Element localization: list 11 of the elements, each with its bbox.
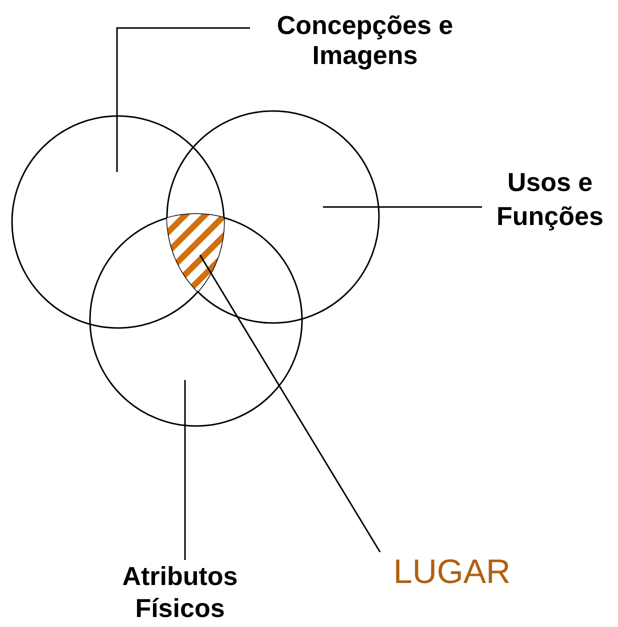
category-label: Atributos Físicos — [121, 560, 239, 624]
category-label: Concepções e Imagens — [276, 10, 454, 70]
leader-line — [323, 206, 482, 208]
leader-line — [184, 380, 186, 560]
leader-line — [116, 27, 250, 172]
venn-circle — [11, 115, 225, 329]
venn-circle — [89, 213, 303, 427]
leader-line — [199, 254, 381, 552]
category-label: Usos e Funções — [496, 166, 604, 233]
place-label: LUGAR — [392, 552, 512, 592]
venn-circle — [166, 110, 380, 324]
